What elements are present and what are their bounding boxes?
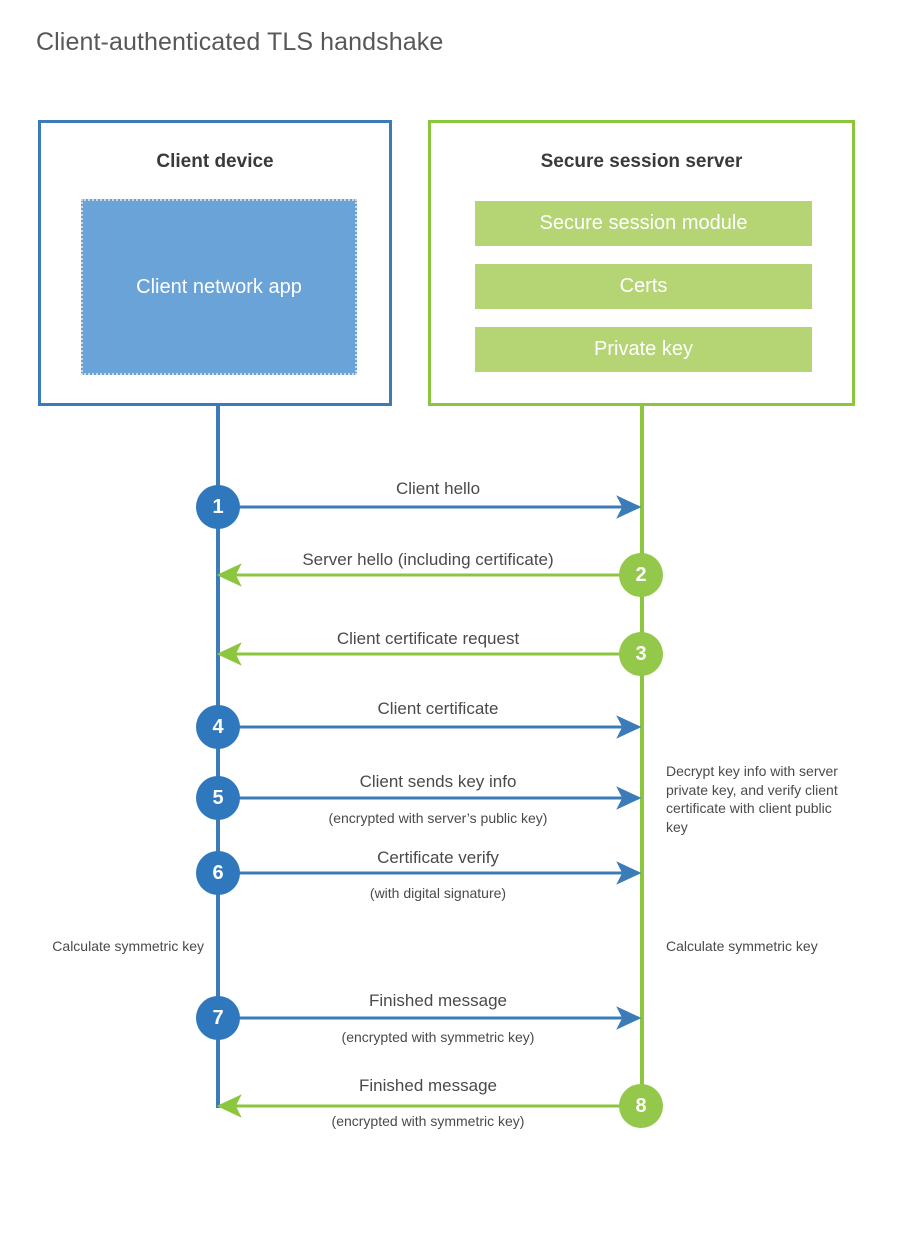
- client-device-title: Client device: [156, 151, 274, 172]
- note-calculate-symmetric-key-client: Calculate symmetric key: [52, 938, 204, 954]
- arrow-label-2: Server hello (including certificate): [302, 550, 554, 569]
- note-server-decrypt: Decrypt key info with server private key…: [666, 763, 838, 835]
- step-circle-2[interactable]: 2: [619, 553, 663, 597]
- page-title: Client-authenticated TLS handshake: [36, 28, 444, 56]
- step-circle-1[interactable]: 1: [196, 485, 240, 529]
- step-circle-4[interactable]: 4: [196, 705, 240, 749]
- arrow-label-8: Finished message: [359, 1076, 497, 1095]
- secure-session-server-panel: Secure session server Secure session mod…: [428, 120, 855, 406]
- step-circle-6[interactable]: 6: [196, 851, 240, 895]
- server-module-secure-session-module: Secure session module: [475, 201, 812, 246]
- arrow-label-7: Finished message: [369, 991, 507, 1010]
- arrow-sublabel-7: (encrypted with symmetric key): [341, 1029, 535, 1045]
- client-lifeline: [216, 405, 220, 1108]
- note-calculate-symmetric-key-server: Calculate symmetric key: [666, 938, 818, 954]
- step-circle-5[interactable]: 5: [196, 776, 240, 820]
- arrow-label-1: Client hello: [395, 479, 481, 498]
- arrow-sublabel-5: (encrypted with server’s public key): [328, 810, 548, 826]
- arrow-label-6: Certificate verify: [377, 848, 499, 867]
- server-lifeline: [640, 405, 644, 1107]
- arrow-sublabel-6: (with digital signature): [369, 885, 507, 901]
- arrow-sublabel-8: (encrypted with symmetric key): [331, 1113, 525, 1129]
- secure-session-server-title: Secure session server: [540, 151, 743, 172]
- step-circle-3[interactable]: 3: [619, 632, 663, 676]
- arrow-label-3: Client certificate request: [336, 629, 520, 648]
- step-circle-7[interactable]: 7: [196, 996, 240, 1040]
- arrow-label-4: Client certificate: [377, 699, 499, 718]
- client-network-app-box: Client network app: [81, 199, 357, 375]
- client-device-panel: Client device Client network app: [38, 120, 392, 406]
- step-circle-8[interactable]: 8: [619, 1084, 663, 1128]
- arrow-label-5: Client sends key info: [359, 772, 517, 791]
- server-module-certs: Certs: [475, 264, 812, 309]
- server-module-private-key: Private key: [475, 327, 812, 372]
